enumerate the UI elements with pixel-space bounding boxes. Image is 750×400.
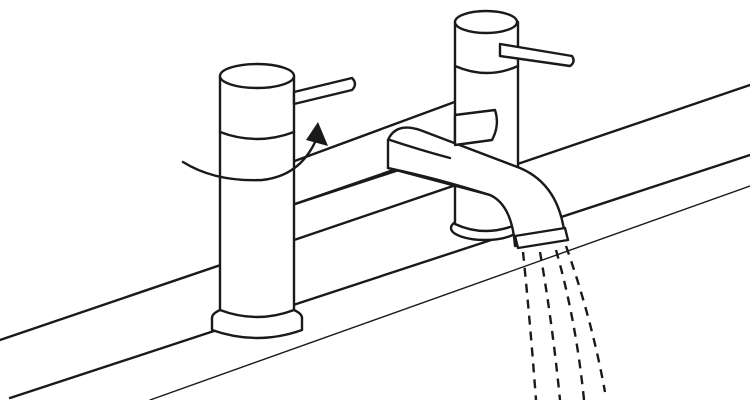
left-pillar-body: [218, 74, 296, 319]
left-pillar: [210, 62, 357, 340]
left-pillar-top: [218, 62, 296, 90]
water-flow-icon: [521, 245, 607, 400]
rotate-arrow-icon: [181, 122, 328, 182]
right-lever-icon: [498, 42, 575, 68]
deck-front-edge: [8, 153, 750, 400]
deck-inner-edge: [149, 185, 750, 400]
left-lever-icon: [292, 76, 357, 106]
spout-outlet: [513, 226, 570, 250]
spout: [386, 108, 570, 250]
deck-back-edge: [0, 83, 750, 342]
bath-deck: [0, 83, 750, 400]
right-pillar-top: [453, 9, 519, 35]
spout-body: [386, 126, 567, 248]
